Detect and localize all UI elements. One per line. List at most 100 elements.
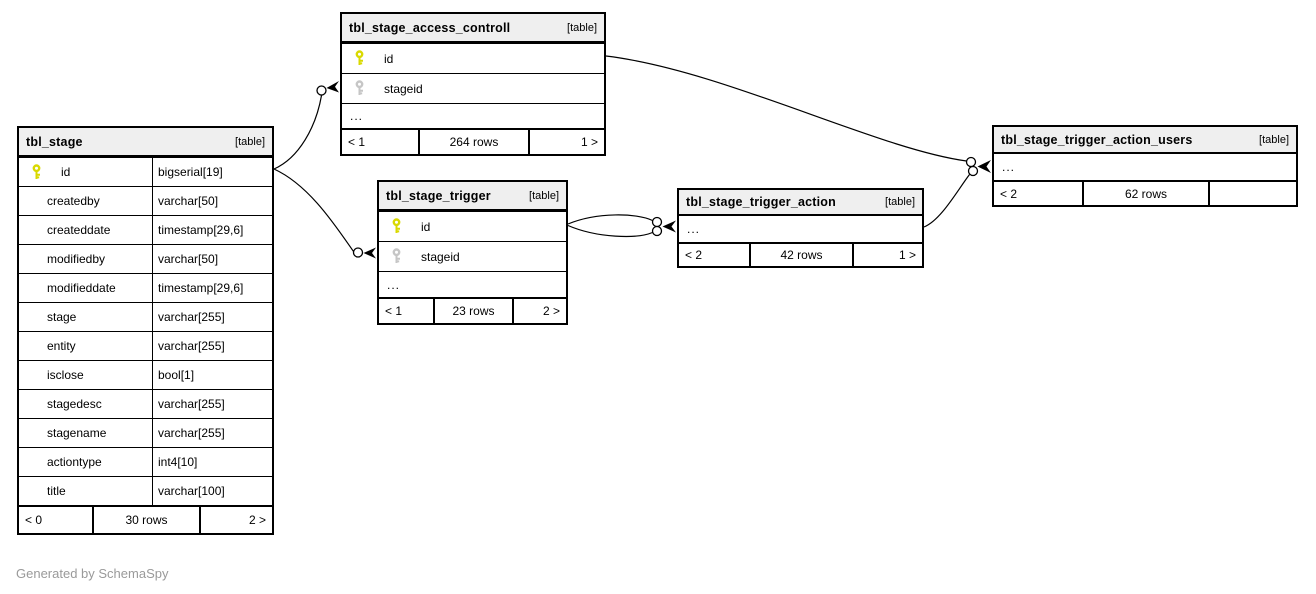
- key-slot: [379, 248, 421, 265]
- column-row-stageid: stageid: [342, 73, 604, 103]
- primary-key-icon: [355, 50, 364, 65]
- row-count: 264 rows: [417, 130, 528, 154]
- table-footer: < 2 62 rows: [994, 180, 1296, 205]
- table-header[interactable]: tbl_stage [table]: [19, 128, 272, 157]
- relationship-line: [273, 168, 354, 252]
- cardinality-circle: [352, 247, 364, 258]
- crow-arrowhead-icon: [326, 81, 339, 93]
- primary-key-icon: [32, 163, 41, 179]
- table-header[interactable]: tbl_stage_access_controll [table]: [342, 14, 604, 43]
- column-name: id: [61, 165, 71, 179]
- crow-arrowhead-icon: [977, 160, 991, 173]
- table-tbl_stage_access_controll[interactable]: tbl_stage_access_controll [table] id stagei…: [340, 12, 606, 156]
- column-name: modifieddate: [47, 281, 116, 295]
- hidden-columns-ellipsis: ...: [687, 222, 701, 236]
- column-type: timestamp[29,6]: [152, 216, 272, 244]
- table-type-badge: [table]: [235, 135, 265, 148]
- column-type: varchar[100]: [152, 477, 272, 505]
- column-row-createddate: createddate timestamp[29,6]: [19, 215, 272, 244]
- column-name: entity: [47, 339, 76, 353]
- table-name: tbl_stage_trigger_action_users: [1001, 132, 1193, 147]
- relationship-line: [923, 174, 970, 228]
- table-type-badge: [table]: [885, 196, 915, 208]
- row-count: 23 rows: [433, 299, 512, 323]
- column-type: bigserial[19]: [152, 158, 272, 186]
- column-row-id: id: [342, 43, 604, 73]
- column-type: bool[1]: [152, 361, 272, 389]
- column-type: varchar[50]: [152, 245, 272, 273]
- column-row-title: title varchar[100]: [19, 476, 272, 505]
- children-count: 2 >: [511, 299, 566, 323]
- key-slot: [342, 80, 384, 97]
- cardinality-circle: [967, 165, 979, 177]
- generator-note: Generated by SchemaSpy: [16, 566, 169, 581]
- column-row-stageid: stageid: [379, 241, 566, 271]
- table-name: tbl_stage_trigger: [386, 188, 491, 203]
- children-count: 2 >: [198, 507, 272, 533]
- foreign-key-icon: [355, 80, 364, 95]
- children-count: [1208, 182, 1296, 205]
- table-type-badge: [table]: [529, 189, 559, 202]
- cardinality-circle: [965, 156, 977, 168]
- table-tbl_stage_trigger_action_users[interactable]: tbl_stage_trigger_action_users [table]...…: [992, 125, 1298, 207]
- column-row-modifiedby: modifiedby varchar[50]: [19, 244, 272, 273]
- table-header[interactable]: tbl_stage_trigger_action_users [table]: [994, 127, 1296, 154]
- column-name: stage: [47, 310, 77, 324]
- column-row-id: id bigserial[19]: [19, 157, 272, 186]
- column-name: stagename: [47, 426, 107, 440]
- hidden-columns-ellipsis: ...: [342, 103, 604, 128]
- primary-key-icon: [392, 218, 401, 233]
- table-type-badge: [table]: [1259, 133, 1289, 146]
- parents-count: < 2: [1000, 186, 1018, 201]
- table-header[interactable]: tbl_stage_trigger_action [table]: [679, 190, 922, 216]
- column-name: modifiedby: [47, 252, 106, 266]
- hidden-columns-ellipsis: ...: [1002, 160, 1016, 174]
- foreign-key-icon: [392, 248, 401, 263]
- column-name: id: [421, 219, 431, 234]
- crow-arrowhead-icon: [363, 247, 376, 259]
- crow-arrowhead-icon: [662, 220, 676, 233]
- hidden-columns-ellipsis: ...: [379, 271, 566, 297]
- column-name: stagedesc: [47, 397, 102, 411]
- column-name: id: [384, 51, 394, 66]
- column-type: varchar[255]: [152, 303, 272, 331]
- column-type: timestamp[29,6]: [152, 274, 272, 302]
- table-name: tbl_stage_access_controll: [349, 20, 511, 35]
- row-count: 42 rows: [749, 244, 851, 266]
- table-name: tbl_stage: [26, 134, 83, 149]
- table-header[interactable]: tbl_stage_trigger [table]: [379, 182, 566, 211]
- column-type: varchar[255]: [152, 390, 272, 418]
- column-name: createddate: [47, 223, 111, 237]
- cardinality-circle: [651, 225, 663, 237]
- cardinality-circle: [316, 85, 327, 96]
- relationship-line: [567, 214, 653, 225]
- table-name: tbl_stage_trigger_action: [686, 195, 836, 209]
- column-type: varchar[255]: [152, 332, 272, 360]
- row-count: 30 rows: [92, 507, 198, 533]
- relationship-line: [273, 95, 323, 170]
- column-name: stageid: [421, 249, 460, 264]
- column-type: varchar[255]: [152, 419, 272, 447]
- column-row-id: id: [379, 211, 566, 241]
- parents-count: < 1: [348, 135, 366, 149]
- children-count: 1 >: [528, 130, 604, 154]
- column-name: title: [47, 484, 66, 498]
- column-name: createdby: [47, 194, 100, 208]
- column-row-stage: stage varchar[255]: [19, 302, 272, 331]
- table-type-badge: [table]: [567, 21, 597, 34]
- children-count: 1 >: [851, 244, 922, 266]
- row-count: 62 rows: [1081, 182, 1209, 205]
- column-row-stagedesc: stagedesc varchar[255]: [19, 389, 272, 418]
- relationship-line: [567, 224, 653, 238]
